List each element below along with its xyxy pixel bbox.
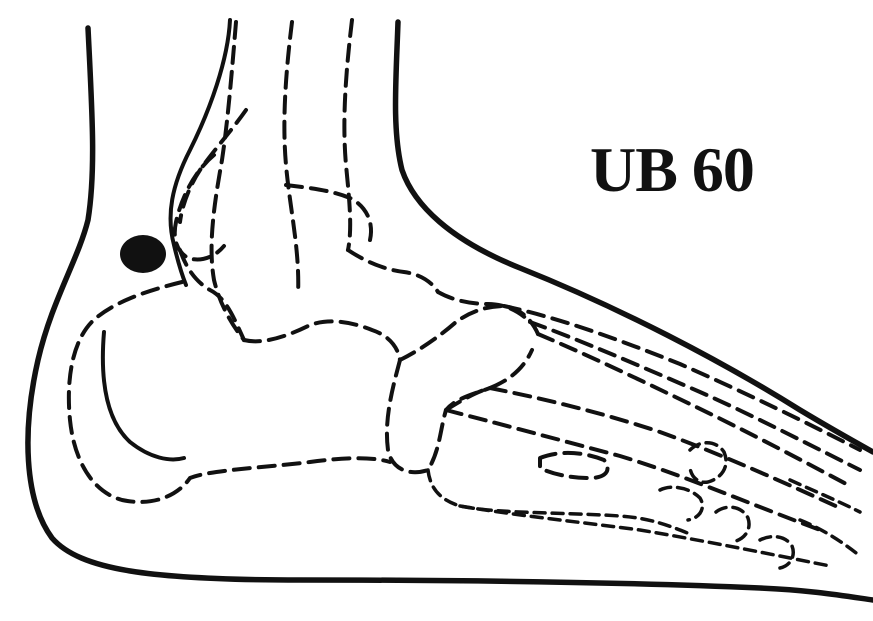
tibia-front bbox=[344, 20, 352, 250]
point-label: UB 60 bbox=[590, 138, 754, 202]
metatarsal-4 bbox=[490, 388, 840, 508]
cuboid-lower bbox=[428, 470, 690, 534]
sole-line bbox=[460, 506, 830, 566]
talus-top bbox=[286, 185, 371, 240]
phalanx-b bbox=[716, 507, 749, 542]
cuneiform-2 bbox=[446, 350, 532, 410]
metatarsal-5-base bbox=[540, 453, 608, 478]
acupoint-marker bbox=[120, 235, 166, 273]
metatarsal-1 bbox=[504, 306, 860, 450]
tibia-back bbox=[284, 22, 298, 295]
calcaneus-contour bbox=[103, 332, 184, 459]
instep-outline bbox=[396, 22, 873, 452]
heel-outline bbox=[28, 28, 873, 600]
phalanx-c bbox=[660, 487, 702, 520]
talus-neck bbox=[348, 250, 438, 292]
calcaneus-outline bbox=[69, 282, 390, 502]
talus-dome bbox=[244, 321, 400, 360]
